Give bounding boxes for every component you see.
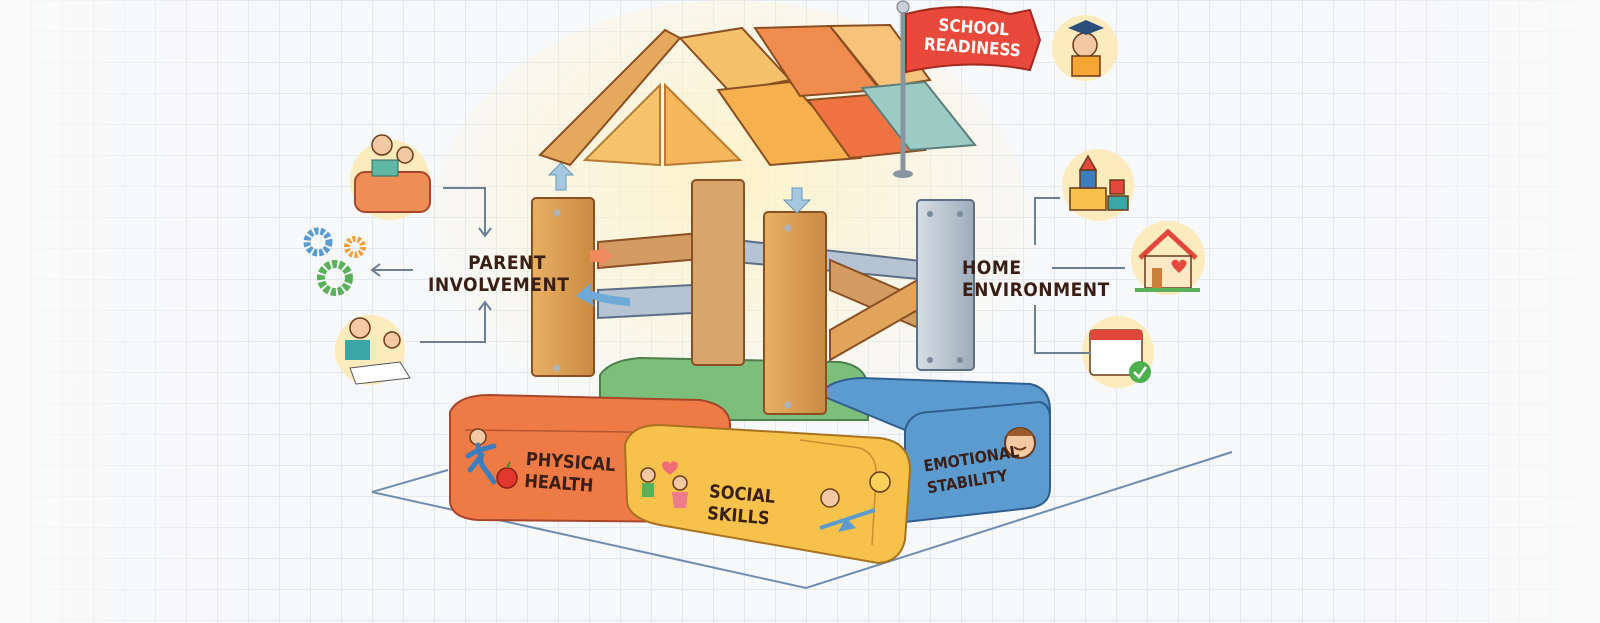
foundation-block-emotional bbox=[818, 376, 1051, 524]
pillar-parent-involvement bbox=[531, 197, 595, 377]
house-with-hearts-icon bbox=[1131, 221, 1205, 295]
pillar-arrows bbox=[547, 162, 812, 306]
running-child-icon bbox=[465, 428, 497, 485]
heart-icon bbox=[662, 461, 678, 475]
parent-reading-to-child-icon bbox=[350, 134, 431, 220]
parent-involvement-label-line-1: PARENT bbox=[468, 252, 546, 274]
social-skills-label: SOCIAL SKILLS bbox=[706, 481, 776, 531]
calendar-check-icon bbox=[1082, 316, 1154, 388]
seesaw-icon bbox=[819, 471, 891, 532]
crossbeams bbox=[597, 230, 936, 362]
pillar-home-environment bbox=[916, 199, 975, 371]
home-environment-label-line-1: HOME bbox=[962, 257, 1022, 279]
toy-blocks-icon bbox=[1062, 149, 1134, 221]
school-readiness-flag bbox=[893, 0, 1042, 178]
gears-icon bbox=[303, 227, 366, 296]
home-environment-connectors bbox=[1034, 197, 1125, 354]
physical-health-label: PHYSICAL HEALTH bbox=[524, 449, 616, 499]
graduate-reading-icon bbox=[1052, 15, 1118, 81]
parent-involvement-label-line-2: INVOLVEMENT bbox=[428, 274, 570, 296]
foundation-block-social bbox=[623, 423, 912, 565]
home-environment-label-line-2: ENVIRONMENT bbox=[962, 279, 1110, 301]
pillar-back bbox=[691, 179, 745, 366]
parent-involvement-connectors bbox=[370, 187, 492, 343]
apple-icon bbox=[496, 467, 518, 489]
floor-outline bbox=[371, 451, 1233, 590]
pillar-front bbox=[763, 211, 827, 415]
flag-label: SCHOOL READINESS bbox=[917, 14, 1030, 62]
home-environment-label: HOME ENVIRONMENT bbox=[962, 257, 1110, 301]
children-high-five-icon bbox=[640, 467, 688, 508]
parent-involvement-label: PARENT INVOLVEMENT bbox=[428, 252, 570, 296]
parent-drawing-with-child-icon bbox=[335, 315, 411, 385]
